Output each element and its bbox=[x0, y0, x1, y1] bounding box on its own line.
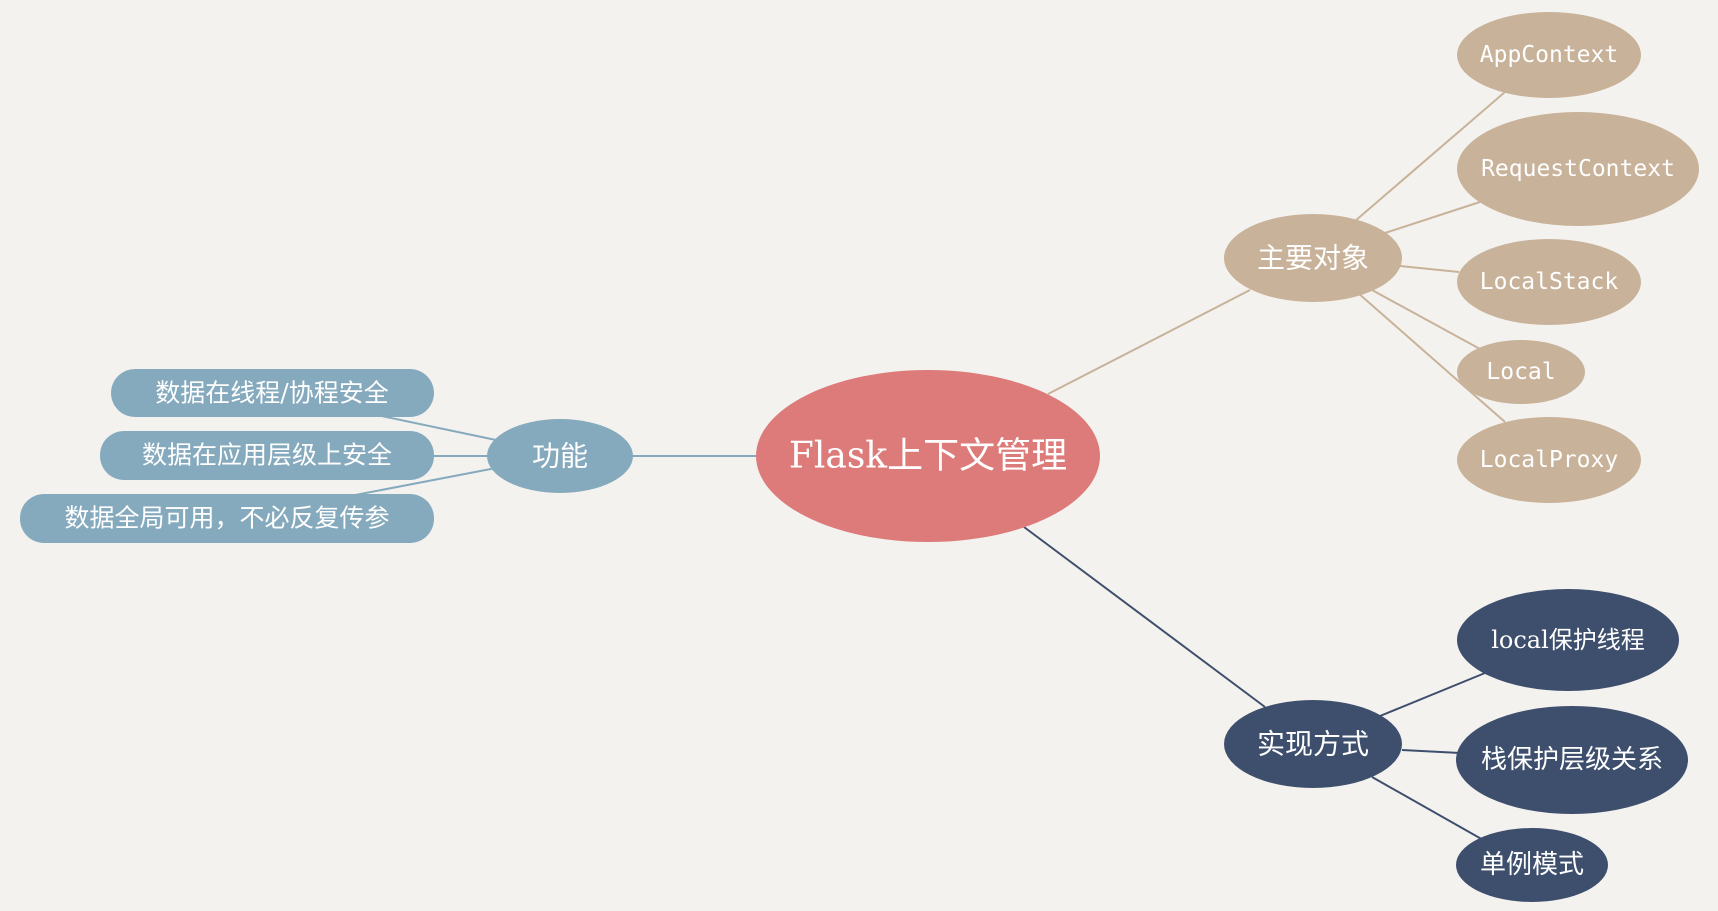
connector-root-implementation bbox=[1023, 526, 1266, 708]
root-node[interactable]: Flask上下文管理 bbox=[756, 370, 1100, 542]
leaf-node-app-safe-label: 数据在应用层级上安全 bbox=[142, 441, 392, 470]
connector-objects-localstack bbox=[1399, 265, 1460, 273]
leaf-node-appcontext[interactable]: AppContext bbox=[1457, 12, 1641, 98]
branch-node-functions[interactable]: 功能 bbox=[487, 419, 633, 493]
leaf-node-global-label: 数据全局可用，不必反复传参 bbox=[64, 504, 389, 533]
connector-objects-appcontext bbox=[1354, 91, 1506, 222]
connector-root-objects bbox=[1047, 289, 1251, 395]
connector-objects-local bbox=[1371, 289, 1481, 350]
connector-objects-requestcontext bbox=[1384, 201, 1481, 234]
connector-impl-singleton bbox=[1371, 776, 1486, 842]
connector-impl-local bbox=[1379, 672, 1486, 717]
branch-node-objects[interactable]: 主要对象 bbox=[1224, 214, 1402, 302]
root-node-label: Flask上下文管理 bbox=[789, 436, 1067, 477]
leaf-node-singleton[interactable]: 单例模式 bbox=[1456, 828, 1608, 902]
leaf-node-local-thread-label: local保护线程 bbox=[1491, 626, 1645, 654]
connector-impl-stack bbox=[1401, 749, 1461, 754]
leaf-node-app-safe[interactable]: 数据在应用层级上安全 bbox=[100, 431, 434, 480]
leaf-node-local[interactable]: Local bbox=[1457, 340, 1585, 404]
leaf-node-local-label: Local bbox=[1486, 359, 1555, 385]
leaf-node-stack-hierarchy[interactable]: 栈保护层级关系 bbox=[1456, 706, 1688, 814]
leaf-node-global[interactable]: 数据全局可用，不必反复传参 bbox=[20, 494, 434, 543]
leaf-node-local-thread[interactable]: local保护线程 bbox=[1457, 589, 1679, 691]
connector-func-global bbox=[349, 467, 497, 497]
branch-node-implementation-label: 实现方式 bbox=[1257, 728, 1369, 761]
connector-func-thread bbox=[376, 414, 497, 441]
leaf-node-localproxy-label: LocalProxy bbox=[1480, 447, 1618, 473]
leaf-node-thread-safe-label: 数据在线程/协程安全 bbox=[155, 379, 388, 408]
leaf-node-localstack-label: LocalStack bbox=[1480, 269, 1619, 295]
branch-node-objects-label: 主要对象 bbox=[1257, 242, 1369, 275]
connectors bbox=[349, 91, 1506, 842]
leaf-node-requestcontext-label: RequestContext bbox=[1481, 156, 1675, 182]
leaf-node-singleton-label: 单例模式 bbox=[1480, 850, 1584, 880]
connector-objects-localproxy bbox=[1357, 292, 1506, 423]
leaf-node-localstack[interactable]: LocalStack bbox=[1457, 239, 1641, 325]
leaf-node-appcontext-label: AppContext bbox=[1480, 42, 1618, 68]
leaf-node-thread-safe[interactable]: 数据在线程/协程安全 bbox=[111, 369, 434, 417]
leaf-node-stack-hierarchy-label: 栈保护层级关系 bbox=[1481, 745, 1663, 775]
leaf-node-requestcontext[interactable]: RequestContext bbox=[1457, 112, 1699, 226]
branch-node-implementation[interactable]: 实现方式 bbox=[1224, 700, 1402, 788]
branch-node-functions-label: 功能 bbox=[532, 440, 588, 473]
leaf-node-localproxy[interactable]: LocalProxy bbox=[1457, 417, 1641, 503]
